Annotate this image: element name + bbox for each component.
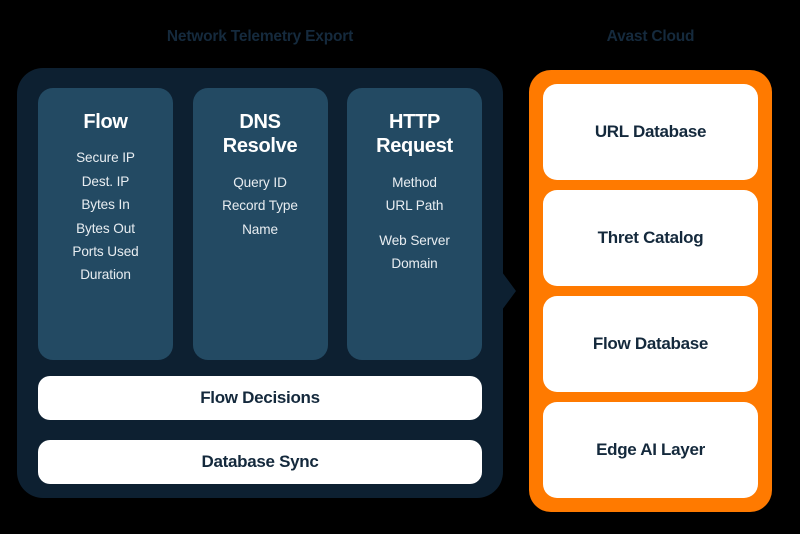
card-item: Record Type: [222, 198, 298, 214]
cloud-card-label: Edge AI Layer: [596, 440, 705, 459]
avast-cloud-panel: URL Database Thret Catalog Flow Database…: [529, 70, 772, 512]
bar-database-sync[interactable]: Database Sync: [38, 440, 482, 484]
card-item: Query ID: [233, 174, 287, 190]
bar-flow-decisions[interactable]: Flow Decisions: [38, 376, 482, 420]
card-item: Ports Used: [72, 243, 139, 259]
card-item: Web Server: [379, 232, 450, 248]
telemetry-cards-row: Flow Secure IP Dest. IP Bytes In Bytes O…: [38, 88, 482, 360]
cloud-card-url-database[interactable]: URL Database: [543, 84, 758, 180]
card-item: Name: [242, 221, 278, 237]
card-item: Bytes In: [81, 197, 130, 213]
card-title: HTTP Request: [355, 110, 474, 159]
card-title-line: Request: [376, 135, 453, 158]
card-title-line: Resolve: [222, 135, 298, 158]
card-item-list: Secure IP Dest. IP Bytes In Bytes Out Po…: [46, 146, 165, 286]
cloud-card-label: Flow Database: [592, 334, 709, 353]
arrow-right-icon: [499, 268, 516, 314]
card-item: Secure IP: [76, 150, 135, 166]
telemetry-card-dns-resolve[interactable]: DNS Resolve Query ID Record Type Name: [192, 88, 328, 360]
card-item: Duration: [80, 267, 131, 283]
card-title-line: DNS: [239, 111, 281, 133]
card-title-line: Flow: [83, 111, 128, 133]
cloud-card-edge-ai-layer[interactable]: Edge AI Layer: [543, 402, 758, 498]
card-item: Domain: [391, 255, 438, 271]
card-title: DNS Resolve: [201, 110, 320, 159]
cloud-card-flow-database[interactable]: Flow Database: [543, 296, 758, 392]
card-item: Method: [392, 174, 437, 190]
card-item-list: Query ID Record Type Name: [201, 171, 320, 241]
cloud-card-thret-catalog[interactable]: Thret Catalog: [543, 190, 758, 286]
bar-label: Database Sync: [201, 452, 319, 471]
right-section-title: Avast Cloud: [606, 28, 695, 45]
cloud-card-label: Thret Catalog: [597, 228, 704, 247]
telemetry-card-flow[interactable]: Flow Secure IP Dest. IP Bytes In Bytes O…: [38, 88, 173, 360]
card-title: Flow: [46, 110, 165, 134]
card-title-line: HTTP: [388, 111, 441, 133]
card-item: Bytes Out: [76, 220, 135, 236]
cloud-card-label: URL Database: [594, 122, 707, 141]
left-section-title: Network Telemetry Export: [166, 28, 354, 45]
card-item-list: Method URL Path Web Server Domain: [355, 171, 474, 276]
telemetry-card-http-request[interactable]: HTTP Request Method URL Path Web Server …: [347, 88, 482, 360]
bar-label: Flow Decisions: [200, 388, 320, 407]
card-item: URL Path: [385, 198, 444, 214]
card-item: Dest. IP: [81, 173, 130, 189]
